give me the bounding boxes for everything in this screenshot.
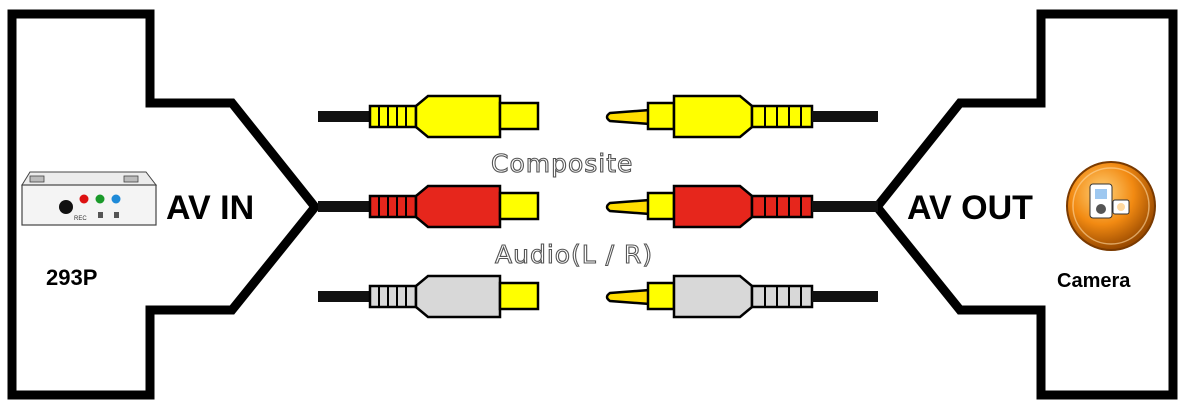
av-out-label: AV OUT bbox=[907, 189, 1033, 227]
av-input-panel-icon: REC bbox=[21, 171, 158, 226]
white-cable-left-plug bbox=[318, 274, 540, 319]
left-device-arrow bbox=[7, 9, 321, 400]
av-in-label: AV IN bbox=[166, 189, 254, 227]
panel-rec-label: REC bbox=[74, 216, 87, 222]
yellow-cable-right-plug bbox=[605, 94, 878, 139]
red-cable-left-plug bbox=[318, 184, 540, 229]
white-cable-right-plug bbox=[605, 274, 878, 319]
audio-label: Audio(L / R) bbox=[495, 240, 653, 269]
left-device-name: 293P bbox=[46, 265, 97, 290]
composite-label: Composite bbox=[491, 149, 633, 178]
camera-icon bbox=[1066, 161, 1156, 251]
right-device-name: Camera bbox=[1057, 270, 1131, 292]
red-cable-right-plug bbox=[605, 184, 878, 229]
right-device-arrow bbox=[871, 9, 1178, 400]
yellow-cable-left-plug bbox=[318, 94, 540, 139]
